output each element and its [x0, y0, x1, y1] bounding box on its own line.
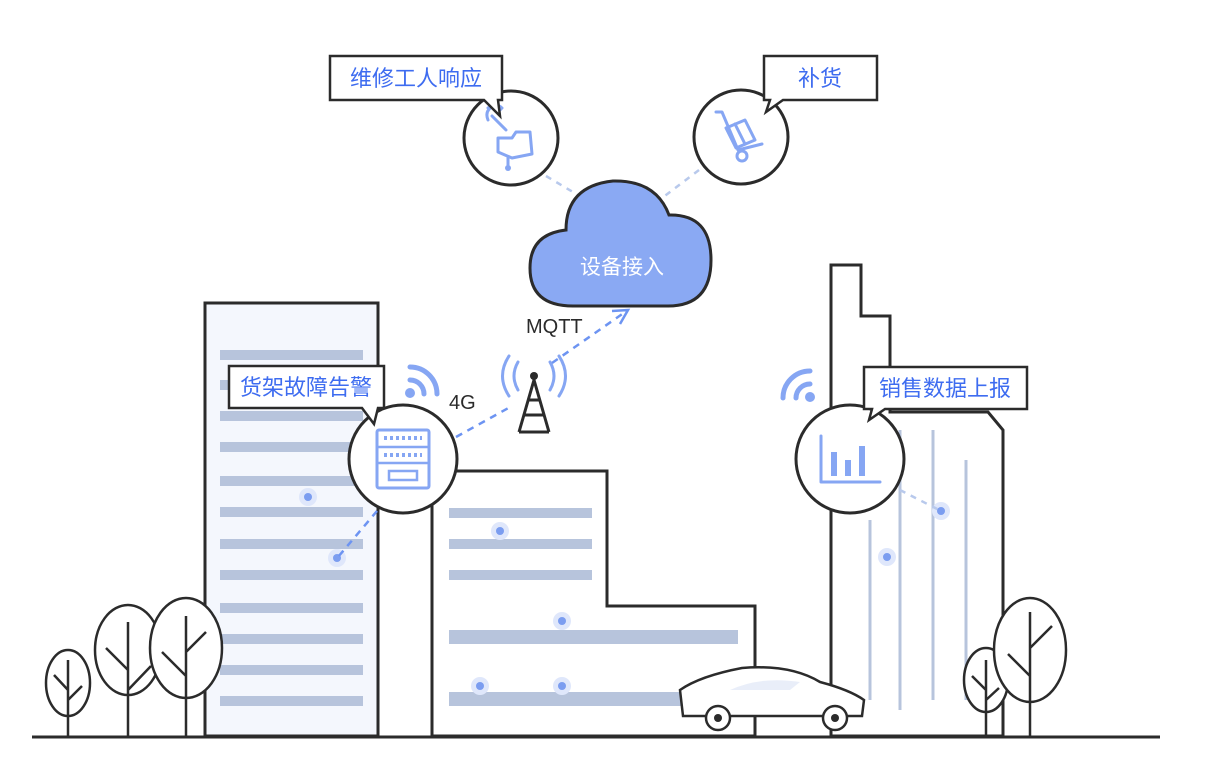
tree-group-right — [962, 596, 1068, 736]
link-restock-to-cloud — [661, 169, 700, 199]
link-arrow-head — [611, 308, 631, 325]
bar-chart-icon — [819, 434, 882, 484]
callout-sales-report: 销售数据上报 — [862, 365, 1029, 423]
wifi-icon — [405, 364, 440, 398]
callout-shelf-alarm-label: 货架故障告警 — [240, 376, 372, 401]
network-4g-label: 4G — [449, 392, 476, 414]
callout-repair-label: 维修工人响应 — [350, 67, 482, 92]
shelf-node — [347, 403, 459, 515]
tree-group-left — [44, 596, 224, 736]
callout-restock-label: 补货 — [798, 67, 842, 92]
vending-shelf-icon — [375, 428, 431, 490]
callout-shelf-alarm: 货架故障告警 — [227, 364, 386, 427]
callout-restock: 补货 — [762, 54, 879, 116]
wifi-icon — [780, 368, 815, 402]
callout-repair: 维修工人响应 — [328, 54, 504, 120]
device-access-cloud: 设备接入 — [528, 179, 713, 308]
mqtt-label: MQTT — [526, 316, 583, 338]
cloud-shape — [528, 179, 713, 308]
cloud-label: 设备接入 — [580, 255, 664, 279]
link-tower-to-cloud — [551, 308, 629, 365]
sales-node — [794, 403, 906, 515]
link-sales-to-building — [899, 488, 942, 513]
cell-tower-icon — [501, 354, 567, 434]
callout-sales-report-label: 销售数据上报 — [879, 377, 1011, 402]
repair-node — [462, 89, 560, 187]
link-shelf-to-device — [337, 510, 378, 558]
hand-truck-icon — [714, 110, 764, 163]
link-shelf-to-tower — [455, 404, 513, 439]
car — [678, 666, 866, 732]
